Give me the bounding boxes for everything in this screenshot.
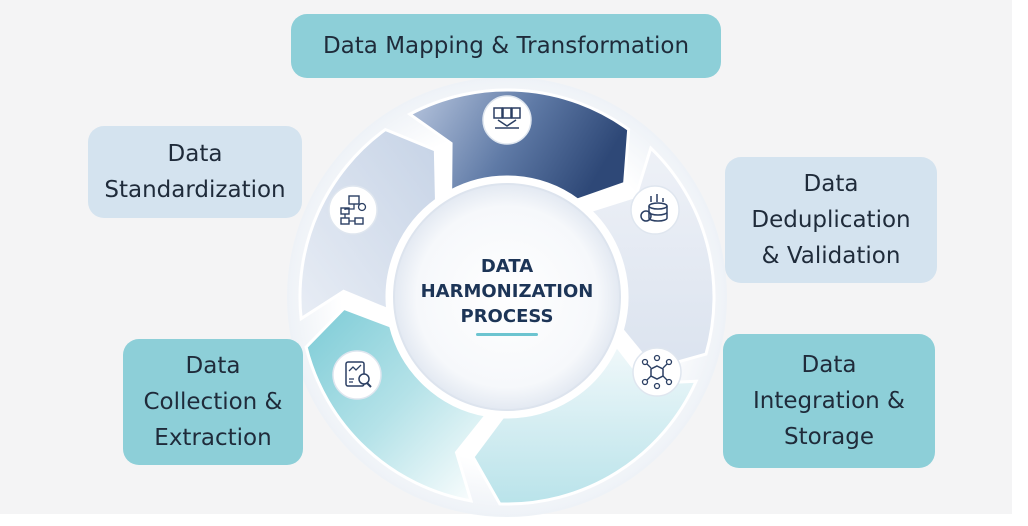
center-title: DATA HARMONIZATION PROCESS bbox=[417, 254, 597, 329]
step-collection-line-3: Extraction bbox=[154, 425, 272, 451]
step-integration-line-2: Integration & bbox=[753, 388, 905, 414]
step-icons bbox=[328, 95, 682, 400]
step-standardization-label: Data Standardization bbox=[88, 126, 302, 218]
cycle-segment-mapping bbox=[406, 88, 631, 202]
database-flow-icon bbox=[328, 185, 378, 235]
step-deduplication-line-2: Deduplication bbox=[751, 207, 911, 233]
step-collection-label: Data Collection & Extraction bbox=[123, 339, 303, 465]
step-standardization-line-1: Data bbox=[167, 141, 223, 167]
transformation-icon bbox=[482, 95, 532, 145]
database-gear-icon bbox=[630, 185, 680, 235]
step-integration-label: Data Integration & Storage bbox=[723, 334, 935, 468]
step-deduplication-line-3: & Validation bbox=[761, 243, 901, 269]
bottom-margin bbox=[0, 514, 1028, 526]
step-deduplication-line-1: Data bbox=[803, 171, 859, 197]
step-standardization-line-2: Standardization bbox=[104, 177, 286, 203]
center-title-line-3: PROCESS bbox=[460, 306, 554, 327]
right-margin bbox=[1012, 0, 1028, 526]
step-mapping-line-1: Data Mapping & Transformation bbox=[322, 33, 690, 59]
step-deduplication-label: Data Deduplication & Validation bbox=[725, 157, 937, 283]
step-integration-line-3: Storage bbox=[784, 424, 874, 450]
step-collection-line-2: Collection & bbox=[143, 389, 283, 415]
cycle-segment-deduplication bbox=[587, 145, 716, 371]
center-title-line-1: DATA bbox=[480, 256, 534, 277]
step-mapping-label: Data Mapping & Transformation bbox=[291, 14, 721, 78]
center-hub bbox=[393, 183, 621, 411]
report-search-icon bbox=[332, 350, 382, 400]
step-integration-line-1: Data bbox=[801, 352, 857, 378]
network-cube-icon bbox=[632, 347, 682, 397]
center-title-line-2: HARMONIZATION bbox=[420, 281, 594, 302]
step-collection-line-1: Data bbox=[185, 353, 241, 379]
center-title-underline bbox=[476, 333, 538, 336]
